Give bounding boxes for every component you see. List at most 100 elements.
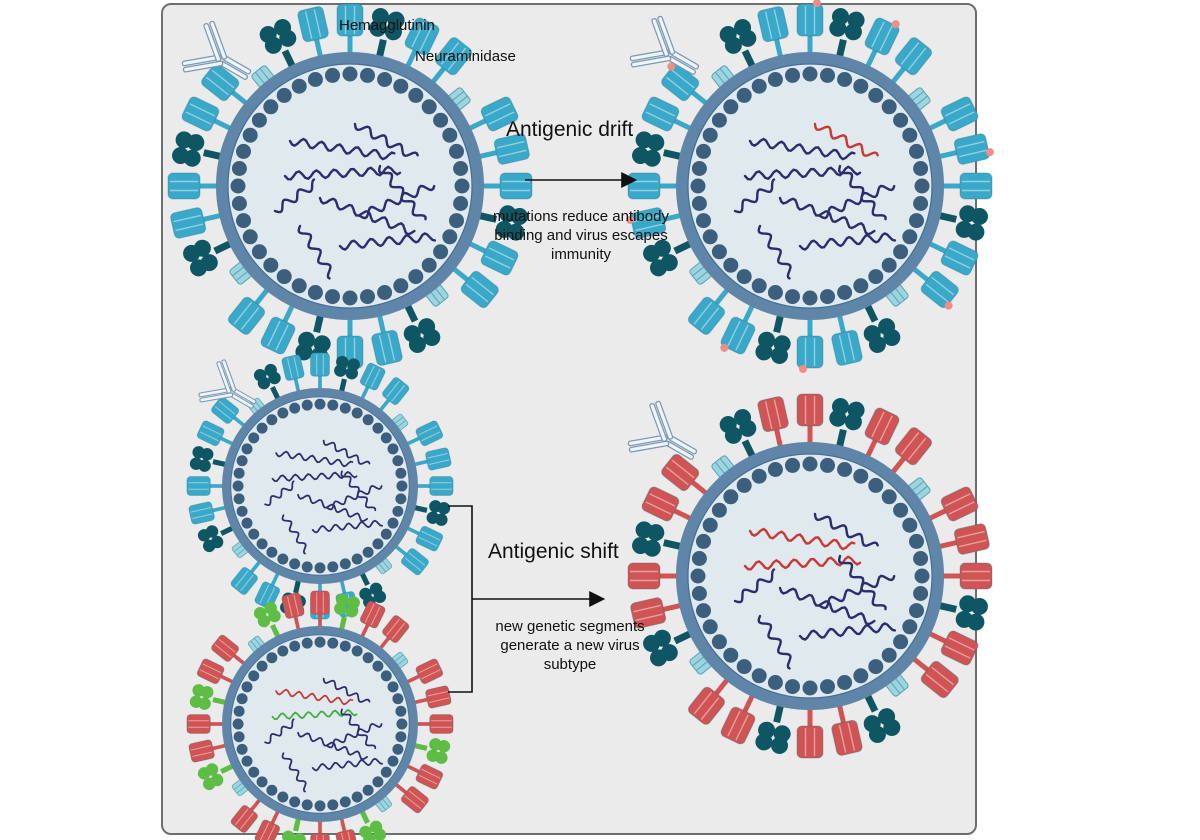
hemagglutinin-protein (358, 362, 386, 403)
rna-segment (353, 122, 419, 158)
neuraminidase-protein (643, 237, 698, 277)
rna-segment (283, 165, 402, 181)
neuraminidase-protein (755, 308, 791, 364)
hemagglutinin-protein (167, 172, 222, 200)
neuraminidase-protein (861, 688, 901, 743)
mutation-marker (891, 20, 900, 29)
virus-drift-mutated (626, 0, 994, 373)
hemagglutinin-protein (310, 590, 330, 631)
hemagglutinin-protein (403, 658, 444, 686)
neuraminidase-protein (197, 761, 239, 791)
rna-segment (748, 527, 856, 551)
viral-interior (222, 58, 478, 314)
mutation-marker (667, 62, 676, 71)
hemagglutinin-protein (413, 714, 454, 734)
neuraminidase-protein (829, 398, 865, 454)
rna-segment (757, 224, 792, 280)
hemagglutinin-protein (186, 476, 227, 496)
rna-segment (798, 232, 897, 251)
rna-segment (798, 622, 897, 641)
neuraminidase-protein (632, 521, 688, 557)
rna-segment (264, 480, 295, 506)
rna-segment (271, 708, 358, 720)
hemagglutinin-protein (796, 393, 824, 448)
rna-segment (264, 718, 295, 744)
viral-interior (226, 630, 414, 818)
rna-segment (271, 470, 358, 482)
rna-segment (273, 178, 316, 214)
neuraminidase-protein (643, 627, 698, 667)
viral-interior (682, 58, 938, 314)
rna-segment (281, 752, 307, 793)
hemagglutinin-protein (627, 172, 682, 200)
neuraminidase-protein (472, 205, 528, 241)
antigenic-drift-description: mutations reduce antibody binding and vi… (493, 208, 669, 263)
neuraminidase-protein (861, 298, 901, 353)
rna-segment (818, 574, 896, 610)
hemagglutinin-protein (924, 239, 979, 276)
hemagglutinin-protein (908, 653, 959, 699)
hemagglutinin-protein (938, 562, 993, 590)
virus-shift-parent-b (186, 590, 454, 840)
rna-segment (281, 514, 307, 555)
neuraminidase-label: Neuraminidase (415, 48, 516, 65)
rna-segment (813, 122, 879, 158)
hemagglutinin-protein (188, 501, 230, 525)
mutation-marker (799, 365, 807, 373)
hemagglutinin-protein (474, 133, 530, 165)
hemagglutinin-protein (336, 3, 364, 58)
hemagglutinin-protein (796, 704, 824, 759)
hemagglutinin-protein (831, 700, 863, 756)
viral-envelope (676, 52, 944, 320)
rna-segment (322, 677, 371, 703)
mutation-marker (944, 301, 953, 310)
neuraminidase-protein (409, 500, 451, 526)
rna-segment (322, 439, 371, 465)
rna-segment (818, 184, 896, 220)
rna-segment (837, 554, 887, 611)
hemagglutinin-protein (413, 476, 454, 496)
hemagglutinin-protein (403, 524, 444, 552)
rna-segment (326, 484, 383, 511)
antigenic-drift-title: Antigenic drift (506, 118, 634, 141)
hemagglutinin-protein (478, 172, 533, 200)
antibody (198, 359, 257, 409)
rna-segment (288, 137, 396, 161)
rna-segment (813, 512, 879, 548)
viral-envelope (676, 442, 944, 710)
viral-interior (226, 392, 414, 580)
hemagglutinin-protein (181, 96, 236, 133)
hemagglutinin-protein (211, 634, 248, 668)
hemagglutinin-protein (626, 207, 686, 239)
antigenic-shift-description: new genetic segments generate a new viru… (495, 618, 645, 673)
hemagglutinin-protein (230, 558, 264, 595)
neuraminidase-protein (357, 567, 387, 609)
mutation-marker (813, 0, 821, 7)
hemagglutinin-label: Hemagglutinin (339, 17, 435, 34)
rna-segment (733, 178, 776, 214)
rna-segment (837, 164, 887, 221)
rna-segment (358, 184, 436, 220)
hemagglutinin-protein (641, 486, 696, 523)
antibody (627, 400, 698, 460)
hemagglutinin-protein (796, 314, 824, 373)
hemagglutinin-protein (371, 310, 403, 366)
viral-envelope (222, 388, 418, 584)
virus-shift-parent-a (186, 352, 454, 620)
rna-segment (340, 708, 377, 750)
rna-segment (326, 722, 383, 749)
mutation-marker (985, 148, 994, 157)
hemagglutinin-protein (310, 352, 330, 393)
rna-segment (340, 470, 377, 512)
viral-envelope (222, 626, 418, 822)
rna-segment (743, 165, 862, 181)
hemagglutinin-protein (661, 62, 712, 109)
rna-segment (275, 450, 354, 468)
mutation-marker (626, 215, 635, 224)
mutation-marker (720, 343, 729, 352)
rna-segment (757, 614, 792, 670)
antibody (629, 15, 700, 75)
viral-envelope (216, 52, 484, 320)
hemagglutinin-protein (627, 562, 682, 590)
rna-segment (297, 224, 332, 280)
